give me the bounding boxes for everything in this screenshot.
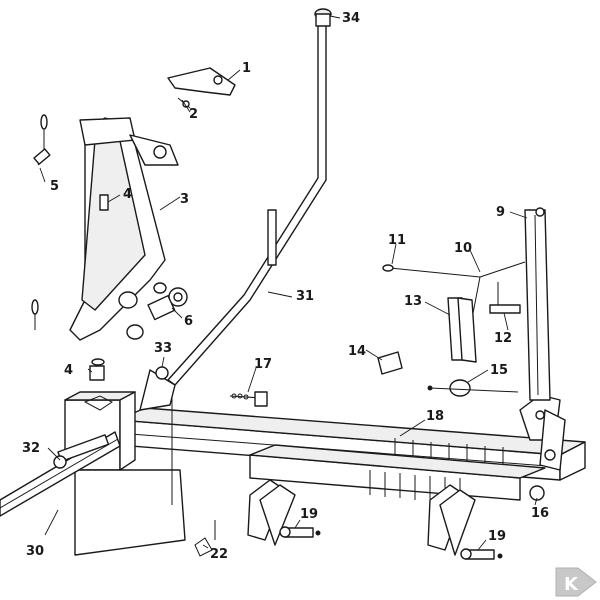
callout-5: 5 (50, 179, 59, 194)
callout-33: 33 (154, 341, 172, 356)
callout-11: 11 (388, 233, 406, 248)
callout-10: 10 (454, 241, 472, 256)
lower-clamp-left (247, 479, 321, 546)
callout-19-right: 19 (488, 529, 506, 544)
threaded-pin (53, 434, 110, 469)
chain-pin (229, 391, 268, 407)
callout-12: 12 (494, 331, 512, 346)
top-plate (167, 67, 236, 96)
upright-arm (139, 8, 332, 505)
callout-16: 16 (531, 506, 549, 521)
callout-6: 6 (184, 314, 193, 329)
callout-31: 31 (296, 289, 314, 304)
link-bracket (447, 297, 477, 363)
bushing-set (118, 282, 188, 340)
lock-pin (194, 520, 216, 557)
vertical-link (524, 207, 551, 401)
callout-18: 18 (426, 409, 444, 424)
callout-17: 17 (254, 357, 272, 372)
callout-3: 3 (180, 192, 189, 207)
brand-logo: K (555, 567, 597, 597)
pin-clips (31, 97, 191, 381)
callout-4-upper: 4 (123, 187, 132, 202)
pin-and-roller (377, 282, 521, 397)
callout-34: 34 (342, 11, 360, 26)
callout-9: 9 (496, 205, 505, 220)
ball-knob (529, 485, 545, 501)
callout-4-lower: 4 (64, 363, 73, 378)
callout-1: 1 (242, 61, 251, 76)
a-frame (69, 117, 179, 341)
brand-logo-letter: K (564, 574, 579, 595)
callout-22: 22 (210, 547, 228, 562)
leader-lines (39, 15, 538, 551)
lower-clamp-right (427, 484, 503, 560)
callout-30: 30 (26, 544, 44, 559)
callout-32: 32 (22, 441, 40, 456)
callout-15: 15 (490, 363, 508, 378)
rear-linkage-bracket (519, 394, 566, 471)
callout-labels: 1 2 3 4 4 5 6 9 10 11 12 13 14 15 16 17 … (22, 11, 549, 562)
callout-2: 2 (189, 107, 198, 122)
callout-19-left: 19 (300, 507, 318, 522)
callout-13: 13 (404, 294, 422, 309)
callout-14: 14 (348, 344, 366, 359)
